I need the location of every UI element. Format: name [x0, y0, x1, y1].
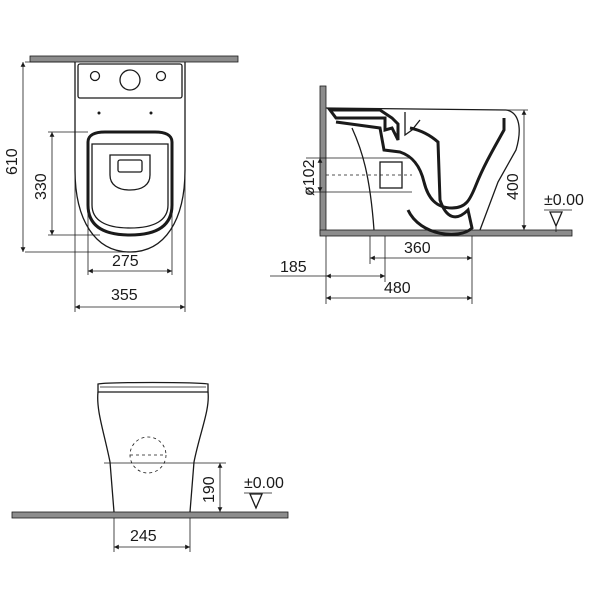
- flush-button-icon: [119, 69, 141, 91]
- dim-text-330: 330: [33, 173, 50, 200]
- fixing-right-icon: [155, 70, 167, 82]
- floor-level-text-side: ±0.00: [544, 192, 584, 209]
- front-view-floor: [11, 511, 289, 519]
- front-view-seat: [97, 381, 209, 393]
- side-view-trap-outer: [335, 118, 506, 210]
- side-view-top: [327, 108, 400, 141]
- outlet-pipe: [379, 161, 403, 189]
- dim-text-275: 275: [112, 253, 139, 270]
- dim-text-480: 480: [384, 280, 411, 297]
- fixing-dot-left-icon: [97, 111, 101, 115]
- dim-text-610: 610: [4, 148, 21, 175]
- dim-text-360: 360: [404, 240, 431, 257]
- floor-level-marker-front: [249, 493, 263, 510]
- floor-level-text-front: ±0.00: [244, 475, 284, 492]
- top-view-cistern: [77, 63, 183, 99]
- dim-text-355: 355: [111, 287, 138, 304]
- side-view-body-outline: [325, 107, 520, 231]
- fixing-left-icon: [89, 70, 101, 82]
- dim-text-190: 190: [201, 476, 218, 503]
- side-view: ø102 400 ±0.00 360 185 480: [270, 85, 584, 304]
- top-view: 610 330 275 355: [4, 55, 239, 312]
- side-view-trap-inner: [406, 126, 474, 236]
- dim-text-400: 400: [505, 173, 522, 200]
- dim-text-102: ø102: [301, 159, 318, 196]
- top-view-wall: [29, 55, 239, 63]
- top-view-rim-opening: [109, 154, 151, 191]
- side-view-wall: [319, 85, 327, 235]
- top-view-drain: [117, 159, 143, 173]
- top-view-seat: [86, 130, 174, 237]
- floor-level-marker-side: [549, 211, 563, 228]
- front-view: 190 ±0.00 245: [11, 381, 289, 552]
- dim-text-185: 185: [280, 259, 307, 276]
- dim-text-245: 245: [130, 528, 157, 545]
- side-view-bowl-rim: [404, 112, 421, 137]
- top-view-bowl: [91, 143, 169, 229]
- side-view-pedestal: [351, 127, 375, 231]
- front-view-body: [97, 391, 209, 513]
- fixing-dot-right-icon: [149, 111, 153, 115]
